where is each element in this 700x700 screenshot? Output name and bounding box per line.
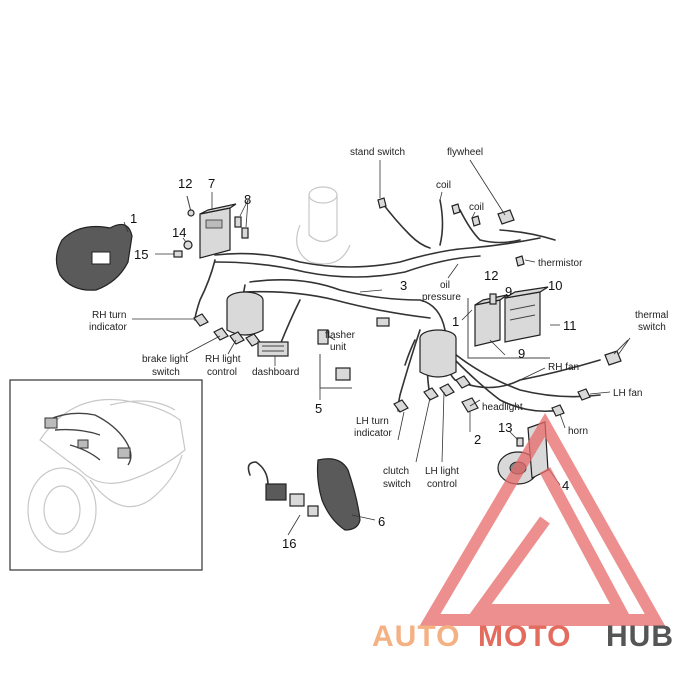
callout-7: 7 — [208, 176, 215, 191]
label-coil-2: coil — [469, 202, 484, 213]
flasher-plug — [376, 317, 390, 327]
callout-2: 2 — [474, 432, 481, 447]
lh-light-relay — [419, 329, 457, 378]
callout-5: 5 — [315, 401, 322, 416]
label-dashboard: dashboard — [252, 367, 299, 378]
label-lh-light-1: LH light — [425, 466, 459, 477]
callout-13: 13 — [498, 420, 512, 435]
label-rh-turn-2: indicator — [89, 322, 127, 333]
watermark-triangle-icon — [419, 412, 666, 626]
label-lh-turn-2: indicator — [354, 428, 392, 439]
part-2-plug — [461, 397, 479, 413]
watermark-moto: MOTO — [478, 620, 571, 653]
label-thermal-2: switch — [638, 322, 666, 333]
label-lh-turn-1: LH turn — [356, 416, 389, 427]
label-rh-light-2: control — [207, 367, 237, 378]
part-15-screw — [155, 250, 183, 258]
label-rh-turn-1: RH turn — [92, 310, 126, 321]
part-12-screw — [186, 195, 195, 217]
watermark-auto: AUTO — [372, 620, 460, 653]
part-5-flasher-unit — [317, 329, 352, 400]
dashboard-connector — [257, 341, 289, 357]
callout-8: 8 — [244, 192, 251, 207]
callout-11: 11 — [563, 318, 577, 333]
label-clutch-2: switch — [383, 479, 411, 490]
part-16-sensor — [247, 461, 319, 536]
watermark-hub: HUB — [606, 620, 674, 653]
callout-14: 14 — [172, 225, 186, 240]
label-oil-2: pressure — [422, 292, 461, 303]
callout-1: 1 — [130, 211, 137, 226]
callout-9b: 9 — [518, 346, 525, 361]
label-brake-light-2: switch — [152, 367, 180, 378]
part-11-bracket-line — [467, 298, 550, 359]
callout-1b: 1 — [452, 314, 459, 329]
label-flasher-1: flasher — [325, 330, 356, 341]
label-clutch-1: clutch — [383, 466, 409, 477]
label-coil-1: coil — [436, 180, 451, 191]
callout-16: 16 — [282, 536, 296, 551]
label-flasher-2: unit — [330, 342, 346, 353]
part-6-cover — [316, 458, 376, 531]
callout-6: 6 — [378, 514, 385, 529]
part-8-clips — [234, 199, 249, 239]
coil-connectors — [377, 197, 525, 267]
label-thermal-1: thermal — [635, 310, 668, 321]
main-harness — [194, 199, 601, 413]
label-oil-1: oil — [440, 280, 450, 291]
rh-light-relay — [226, 291, 264, 336]
ignition-switch-ghost — [296, 186, 351, 265]
callout-12a: 12 — [178, 176, 192, 191]
label-rh-light-1: RH light — [205, 354, 241, 365]
label-lh-fan: LH fan — [613, 388, 642, 399]
fan-connectors — [551, 388, 591, 417]
label-stand-switch: stand switch — [350, 147, 405, 158]
label-rh-fan: RH fan — [548, 362, 579, 373]
label-brake-light-1: brake light — [142, 354, 188, 365]
callout-3: 3 — [400, 278, 407, 293]
part-10-fuse-box — [504, 286, 549, 343]
callout-12b: 12 — [484, 268, 498, 283]
part-13-bolt — [516, 437, 524, 447]
label-flywheel: flywheel — [447, 147, 483, 158]
label-horn: horn — [568, 426, 588, 437]
part-12-bolt-b — [489, 293, 497, 305]
callout-4: 4 — [562, 478, 569, 493]
leader-lines — [132, 159, 631, 486]
label-lh-light-2: control — [427, 479, 457, 490]
part-14-washer — [182, 237, 193, 250]
part-1-fairing-bracket — [55, 221, 133, 291]
thermal-switch — [604, 339, 629, 366]
label-headlight: headlight — [482, 402, 523, 413]
callout-9a: 9 — [505, 284, 512, 299]
part-7-control-unit — [199, 192, 237, 259]
callout-10: 10 — [548, 278, 562, 293]
motorcycle-inset — [9, 379, 203, 571]
label-thermistor: thermistor — [538, 258, 583, 269]
callout-15: 15 — [134, 247, 148, 262]
